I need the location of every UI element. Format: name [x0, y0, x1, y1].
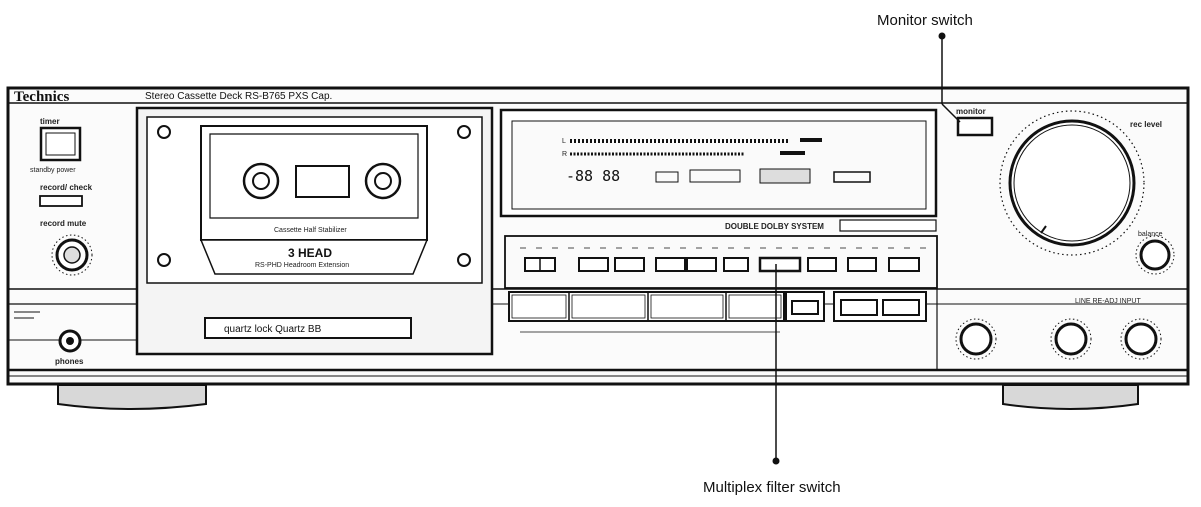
multiplex-filter-switch-callout: Multiplex filter switch — [703, 479, 841, 496]
lower-knob-2[interactable] — [1054, 322, 1088, 356]
brand-logo: Technics — [14, 89, 69, 105]
callout-leaders — [772, 32, 961, 465]
cassette-compartment: Cassette Half Stabilizer 3 HEAD RS-PHD H… — [135, 106, 494, 356]
head-subtitle: RS-PHD Headroom Extension — [255, 262, 349, 269]
function-button-10[interactable] — [888, 257, 920, 272]
lower-knob-1[interactable] — [959, 322, 993, 356]
record-key[interactable] — [791, 300, 819, 315]
svg-text:timer: timer — [40, 117, 60, 126]
dolby-label: DOUBLE DOLBY SYSTEM — [725, 222, 824, 231]
transport-key-1[interactable] — [511, 294, 567, 319]
function-button-5[interactable] — [686, 257, 717, 272]
display-window: L R -88 88 — [499, 108, 938, 218]
deck-feet — [57, 384, 1139, 410]
function-button-8[interactable] — [807, 257, 837, 272]
transport-key-row — [508, 291, 927, 333]
function-button-4[interactable] — [655, 257, 686, 272]
svg-text:rec level: rec level — [1130, 120, 1162, 129]
head-badge: 3 HEAD — [288, 246, 332, 260]
holder-label: Cassette Half Stabilizer — [274, 227, 347, 234]
function-button-2[interactable] — [578, 257, 609, 272]
lower-knob-3[interactable] — [1124, 322, 1158, 356]
svg-text:monitor: monitor — [956, 107, 986, 116]
balance-knob[interactable] — [1139, 239, 1171, 271]
transport-key-3[interactable] — [650, 294, 724, 319]
monitor-switch-callout: Monitor switch — [877, 12, 973, 29]
svg-text:standby power: standby power — [30, 167, 76, 174]
model-label: Stereo Cassette Deck RS-B765 PXS Cap. — [145, 91, 332, 102]
function-button-panel — [504, 235, 938, 289]
monitor-switch[interactable] — [956, 116, 994, 137]
function-button-3[interactable] — [614, 257, 645, 272]
lower-right-knobs: LINE RE-ADJ INPUT — [955, 298, 1162, 360]
record-check-button[interactable] — [39, 195, 83, 207]
bottom-plate-label: quartz lock Quartz BB — [224, 324, 322, 335]
function-button-9[interactable] — [847, 257, 877, 272]
function-button-6[interactable] — [723, 257, 749, 272]
svg-text:R: R — [562, 151, 567, 158]
svg-text:balance: balance — [1138, 231, 1163, 238]
svg-text:phones: phones — [55, 357, 84, 366]
svg-text:LINE RE-ADJ INPUT: LINE RE-ADJ INPUT — [1075, 298, 1141, 305]
left-control-panel: Technics timer standby power record/ che… — [14, 89, 93, 366]
multiplex-filter-switch[interactable] — [758, 256, 802, 273]
transport-key-2[interactable] — [571, 294, 646, 319]
pitch-key-right[interactable] — [882, 299, 920, 316]
rec-level-dial[interactable] — [1008, 119, 1136, 247]
transport-key-4[interactable] — [728, 294, 782, 319]
svg-text:record/ check: record/ check — [40, 183, 93, 192]
rec-level-section: monitor rec level balance — [956, 107, 1175, 275]
tape-counter: -88 88 — [566, 167, 620, 185]
svg-text:record mute: record mute — [40, 219, 87, 228]
svg-text:L: L — [562, 138, 566, 145]
pitch-key-left[interactable] — [840, 299, 878, 316]
